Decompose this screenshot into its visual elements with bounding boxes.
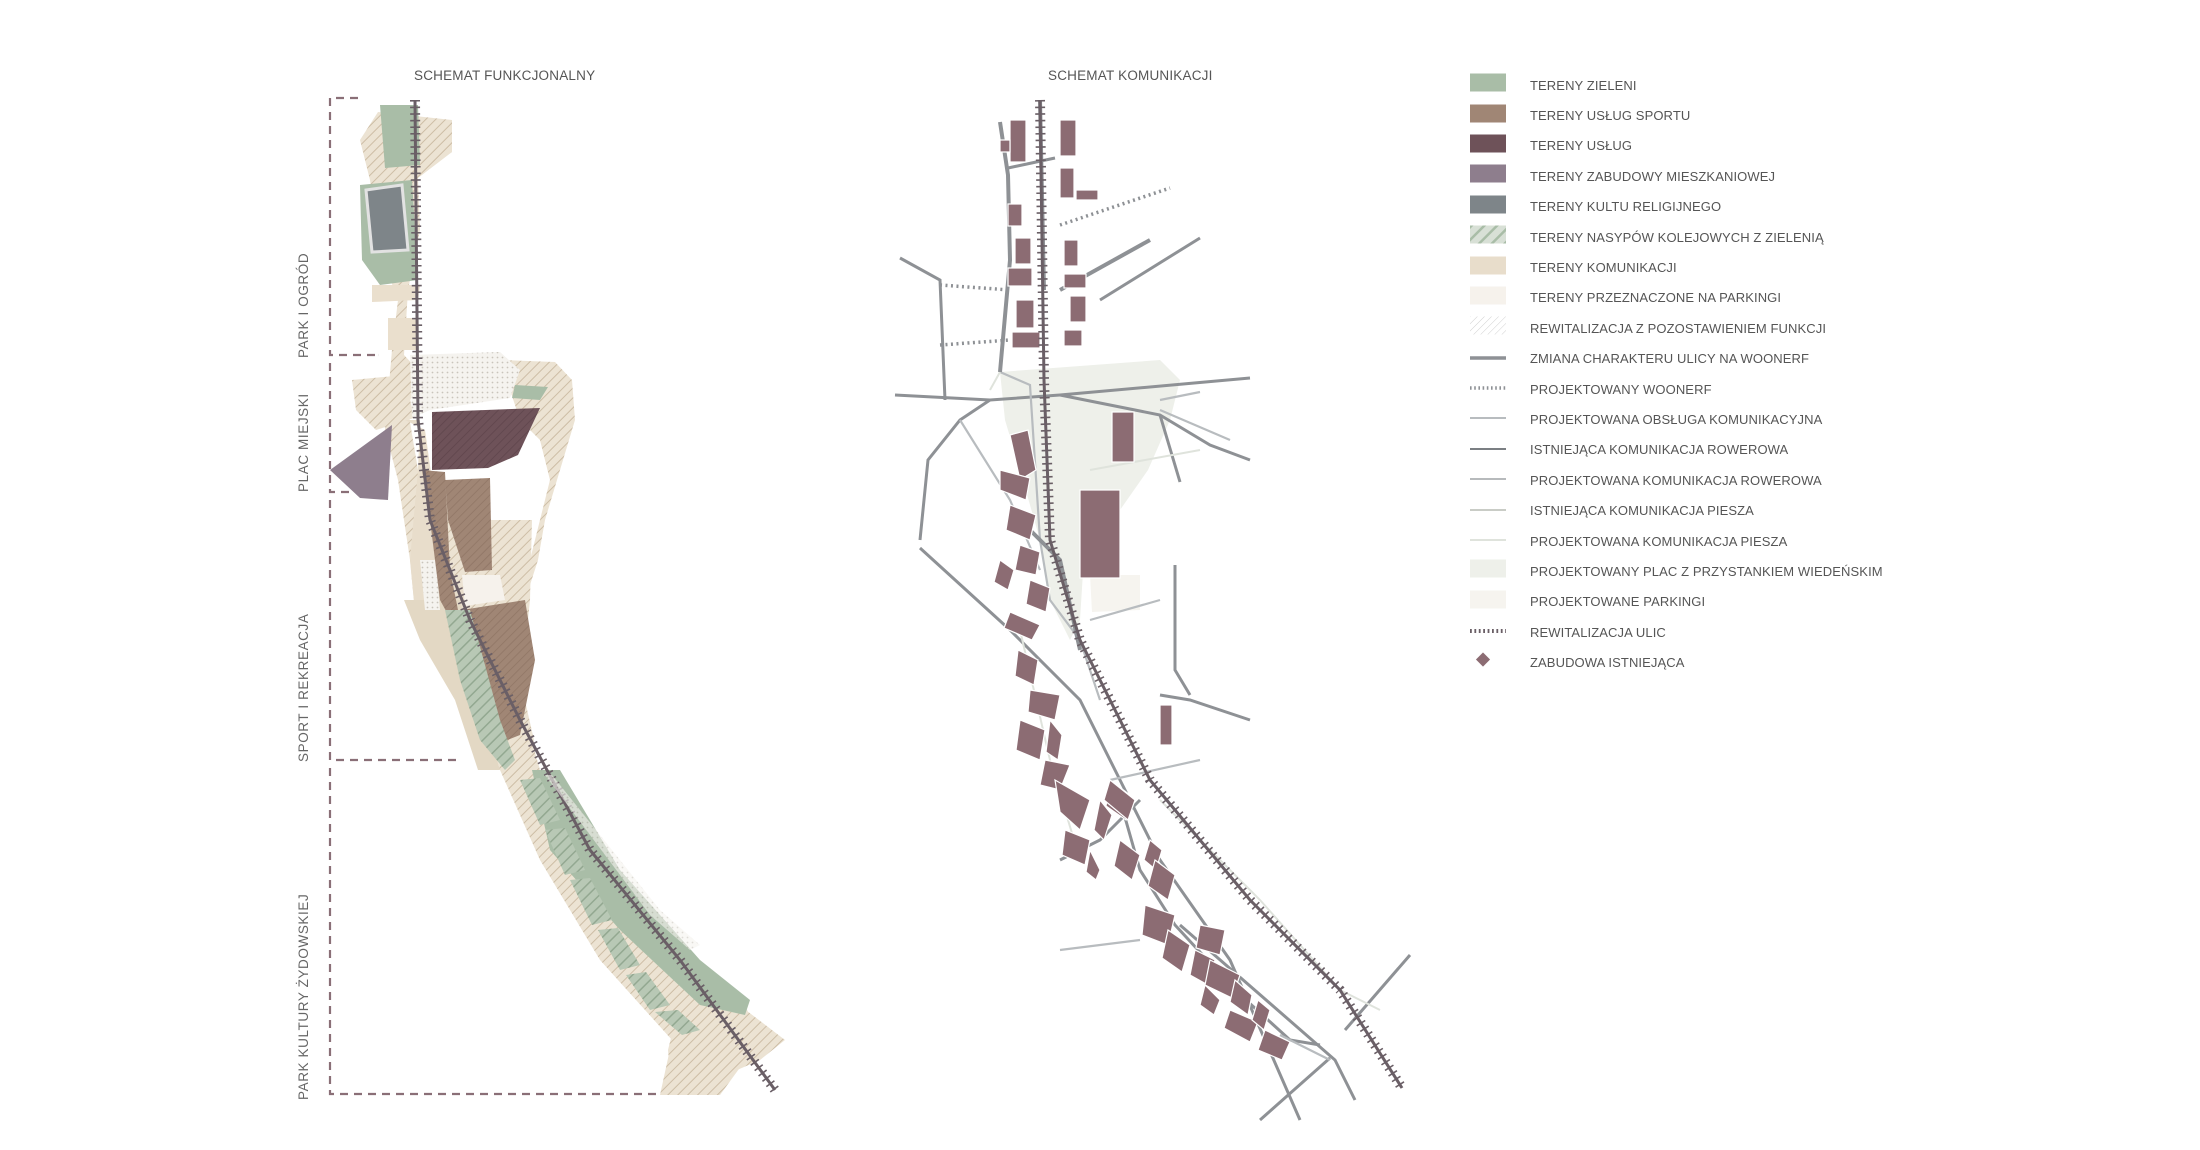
legend-label: TERENY USŁUG: [1530, 138, 1633, 154]
legend-item: TERENY ZABUDOWY MIESZKANIOWEJ: [1470, 161, 2030, 191]
legend-label: ISTNIEJĄCA KOMUNIKACJA PIESZA: [1530, 503, 1754, 519]
legend-label: PROJEKTOWANA KOMUNIKACJA ROWEROWA: [1530, 472, 1822, 488]
legend-item: ISTNIEJĄCA KOMUNIKACJA ROWEROWA: [1470, 435, 2030, 465]
legend-swatch: [1470, 256, 1506, 279]
legend-item: TERENY KULTU RELIGIJNEGO: [1470, 192, 2030, 222]
legend-swatch: [1470, 350, 1506, 368]
legend-swatch: [1470, 134, 1506, 157]
sport-area-north: [445, 478, 492, 572]
legend-swatch: [1470, 471, 1506, 489]
legend-item: TERENY KOMUNIKACJI: [1470, 252, 2030, 282]
legend-item: ZABUDOWA ISTNIEJĄCA: [1470, 647, 2030, 677]
embankment-blocks: [520, 778, 700, 1035]
legend-swatch: [1470, 652, 1506, 673]
planned-woonerf: [939, 186, 1171, 347]
legend-swatch: [1470, 225, 1506, 249]
services-area: [432, 408, 540, 470]
legend-label: TERENY PRZEZNACZONE NA PARKINGI: [1530, 290, 1782, 306]
legend-label: REWITALIZACJA ULIC: [1530, 624, 1666, 640]
legend-item: REWITALIZACJA ULIC: [1470, 617, 2030, 647]
existing-buildings: [993, 119, 1291, 1061]
legend-swatch: [1470, 73, 1506, 97]
existing-streets: [894, 156, 1412, 1122]
legend-item: PROJEKTOWANE PARKINGI: [1470, 587, 2030, 617]
legend-swatch: [1470, 286, 1506, 309]
legend-item: PROJEKTOWANY WOONERF: [1470, 374, 2030, 404]
legend-swatch: [1470, 623, 1506, 641]
legend-label: TERENY USŁUG SPORTU: [1530, 108, 1691, 124]
legend-swatch: [1470, 380, 1506, 398]
rail-line-communication: [1035, 99, 1407, 1091]
legend-swatch: [1470, 410, 1506, 428]
rail-line-functional: [410, 99, 780, 1093]
legend-swatch: [1470, 559, 1506, 583]
legend-label: PROJEKTOWANA KOMUNIKACJA PIESZA: [1530, 533, 1788, 549]
legend-label: TERENY KOMUNIKACJI: [1530, 260, 1677, 276]
legend-label: ZMIANA CHARAKTERU ULICY NA WOONERF: [1530, 351, 1810, 367]
legend-swatch: [1470, 104, 1506, 127]
legend-label: PROJEKTOWANE PARKINGI: [1530, 594, 1706, 610]
legend-label: TERENY ZIELENI: [1530, 77, 1637, 93]
legend-swatch: [1470, 590, 1506, 613]
legend-item: PROJEKTOWANY PLAC Z PRZYSTANKIEM WIEDEŃS…: [1470, 556, 2030, 586]
legend-label: TERENY KULTU RELIGIJNEGO: [1530, 199, 1722, 215]
legend-label: TERENY NASYPÓW KOLEJOWYCH Z ZIELENIĄ: [1530, 229, 1824, 245]
legend-item: PROJEKTOWANA KOMUNIKACJA ROWEROWA: [1470, 465, 2030, 495]
functional-schema-title: SCHEMAT FUNKCJONALNY: [414, 68, 596, 83]
legend-item: PROJEKTOWANA KOMUNIKACJA PIESZA: [1470, 526, 2030, 556]
legend-item: TERENY ZIELENI: [1470, 70, 2030, 100]
legend-label: REWITALIZACJA Z POZOSTAWIENIEM FUNKCJI: [1530, 320, 1827, 336]
residential-area: [330, 425, 392, 500]
legend-label: PROJEKTOWANA OBSŁUGA KOMUNIKACYJNA: [1530, 411, 1823, 427]
legend-label: TERENY ZABUDOWY MIESZKANIOWEJ: [1530, 168, 1776, 184]
legend-item: REWITALIZACJA Z POZOSTAWIENIEM FUNKCJI: [1470, 313, 2030, 343]
legend-label: ZABUDOWA ISTNIEJĄCA: [1530, 655, 1685, 671]
legend-item: PROJEKTOWANA OBSŁUGA KOMUNIKACYJNA: [1470, 404, 2030, 434]
legend-label: ISTNIEJĄCA KOMUNIKACJA ROWEROWA: [1530, 442, 1789, 458]
green-area-north: [380, 105, 420, 168]
square-surface: [410, 352, 520, 418]
legend-swatch: [1470, 195, 1506, 218]
legend-item: TERENY USŁUG SPORTU: [1470, 100, 2030, 130]
legend-item: TERENY PRZEZNACZONE NA PARKINGI: [1470, 283, 2030, 313]
legend-item: ISTNIEJĄCA KOMUNIKACJA PIESZA: [1470, 495, 2030, 525]
legend-label: PROJEKTOWANY PLAC Z PRZYSTANKIEM WIEDEŃS…: [1530, 563, 1883, 579]
legend-swatch: [1470, 316, 1506, 340]
legend-label: PROJEKTOWANY WOONERF: [1530, 381, 1712, 397]
legend-swatch: [1470, 502, 1506, 520]
legend-swatch: [1470, 164, 1506, 188]
planned-parking: [1090, 575, 1140, 612]
communication-schema-title: SCHEMAT KOMUNIKACJI: [1048, 68, 1213, 83]
legend-swatch: [1470, 441, 1506, 459]
legend-item: TERENY NASYPÓW KOLEJOWYCH Z ZIELENIĄ: [1470, 222, 2030, 252]
legend: TERENY ZIELENI TERENY USŁUG SPORTU TEREN…: [1470, 70, 2030, 678]
religious-area: [364, 183, 410, 254]
legend-item: ZMIANA CHARAKTERU ULICY NA WOONERF: [1470, 344, 2030, 374]
legend-swatch: [1470, 532, 1506, 550]
green-area-jewish-park: [532, 770, 750, 1015]
legend-item: TERENY USŁUG: [1470, 131, 2030, 161]
